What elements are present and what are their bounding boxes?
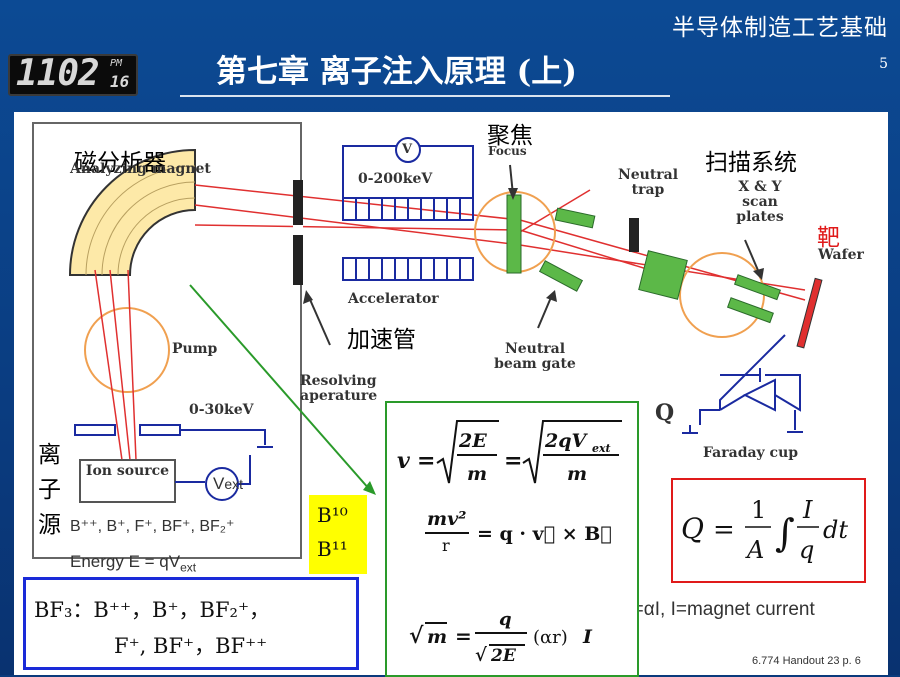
svg-text:A: A xyxy=(745,536,764,564)
neutral-trap xyxy=(629,218,639,252)
svg-text:m: m xyxy=(467,463,487,485)
analyzing-magnet xyxy=(68,148,196,276)
svg-text:=: = xyxy=(504,448,522,474)
svg-text:Q: Q xyxy=(681,512,704,545)
svg-text:1: 1 xyxy=(751,496,766,524)
svg-text:q: q xyxy=(799,536,814,564)
svg-text:= q · v⃗ × B⃗: = q · v⃗ × B⃗ xyxy=(477,523,612,545)
label-focus: Focus xyxy=(488,144,527,158)
energy-line: Energy E = qVext xyxy=(70,552,197,575)
amplifier-icon xyxy=(742,378,776,412)
wafer-target xyxy=(796,277,823,349)
extraction-plate-left xyxy=(74,424,116,436)
scan-plates-x xyxy=(638,250,688,300)
isotope-box: B¹⁰ B¹¹ xyxy=(309,495,367,574)
label-faraday-cup: Faraday cup xyxy=(703,445,799,461)
clock-ampm: PM xyxy=(110,58,123,69)
clock-widget: 1102 PM 16 xyxy=(8,53,138,96)
title-underline xyxy=(180,95,670,97)
svg-text:I: I xyxy=(582,626,593,648)
extraction-plate-right xyxy=(139,424,181,436)
label-pump: Pump xyxy=(172,341,218,357)
magnet-note: B=αI, I=magnet current xyxy=(620,599,815,620)
gate-plate-top xyxy=(554,207,596,229)
svg-text:√: √ xyxy=(409,623,424,649)
label-accelerator-cn: 加速管 xyxy=(347,327,416,353)
label-source-cn: 离子源 xyxy=(38,442,61,538)
label-vext: Vext xyxy=(213,474,244,493)
label-voltage-ext: 0-30keV xyxy=(189,402,254,418)
beam-line xyxy=(94,269,123,461)
scan-plate-b xyxy=(726,297,774,324)
svg-text:2qV: 2qV xyxy=(544,430,589,452)
species-line: B⁺⁺, B⁺, F⁺, BF⁺, BF₂⁺ xyxy=(70,518,235,535)
svg-text:dt: dt xyxy=(823,516,848,544)
pointer-arrow xyxy=(189,284,371,491)
label-resolving-aperture: Resolving aperature xyxy=(300,373,378,404)
voltmeter-icon xyxy=(395,137,421,163)
svg-text:q: q xyxy=(499,609,512,630)
svg-text:√: √ xyxy=(475,645,487,666)
bf3-line-2: F⁺, BF⁺，BF⁺⁺ xyxy=(114,634,268,658)
equations-box: v = 2E m = 2qV ext m mv² r = q · v⃗ × B⃗… xyxy=(385,401,639,677)
label-ion-source: Ion source xyxy=(85,463,170,479)
label-neutral-beam-gate: Neutral beam gate xyxy=(494,341,576,372)
svg-text:=: = xyxy=(417,448,435,474)
scan-circle xyxy=(679,252,765,338)
svg-text:2E: 2E xyxy=(458,430,487,452)
label-scan-plates: X & Y scan plates xyxy=(736,179,784,225)
bf3-line-1: BF₃：B⁺⁺，B⁺，BF₂⁺， xyxy=(34,598,271,622)
label-voltage-accel: 0-200keV xyxy=(358,171,433,187)
page-number: 5 xyxy=(879,56,888,72)
svg-text:m: m xyxy=(427,626,447,648)
label-magnet-cn: 磁分析器 xyxy=(74,150,166,176)
reference-note: 6.774 Handout 23 p. 6 xyxy=(752,655,861,667)
chapter-title: 第七章 离子注入原理 (上) xyxy=(216,54,577,90)
charge-equation-svg: Q = 1 A ∫ I q dt xyxy=(681,496,848,564)
bf3-species-box: BF₃：B⁺⁺，B⁺，BF₂⁺， F⁺, BF⁺，BF⁺⁺ xyxy=(23,577,359,670)
label-target-cn: 靶 xyxy=(817,225,840,251)
gate-plate-bottom xyxy=(538,260,584,292)
label-vacc-v: V xyxy=(402,142,413,157)
equations-svg: v = 2E m = 2qV ext m mv² r = q · v⃗ × B⃗… xyxy=(397,420,622,666)
magnet-enclosure xyxy=(32,122,302,559)
isotope-b11: B¹¹ xyxy=(317,537,348,561)
svg-text:=: = xyxy=(455,624,472,648)
charge-equation-box: Q = 1 A ∫ I q dt xyxy=(671,478,866,583)
svg-text:∫: ∫ xyxy=(775,511,795,555)
clock-day: 16 xyxy=(110,72,130,91)
svg-text:ext: ext xyxy=(592,442,611,455)
course-subject: 半导体制造工艺基础 xyxy=(672,15,888,41)
svg-text:r: r xyxy=(442,536,450,555)
label-wafer: Wafer xyxy=(818,247,864,263)
svg-text:=: = xyxy=(713,515,735,545)
svg-text:2E: 2E xyxy=(490,646,517,666)
label-analyzing-magnet: Analyzing magnet xyxy=(70,161,211,177)
svg-text:mv²: mv² xyxy=(427,508,466,530)
clock-digits: 1102 xyxy=(16,53,100,94)
label-focus-cn: 聚焦 xyxy=(487,123,533,149)
label-scan-cn: 扫描系统 xyxy=(705,150,797,176)
isotope-b10: B¹⁰ xyxy=(317,503,348,527)
label-neutral-trap: Neutral trap xyxy=(617,167,679,198)
label-q: Q xyxy=(655,400,675,426)
scan-plate-a xyxy=(733,274,781,301)
svg-text:I: I xyxy=(802,496,813,524)
svg-text:m: m xyxy=(567,463,587,485)
label-accelerator: Accelerator xyxy=(348,291,439,307)
svg-text:v: v xyxy=(397,448,410,474)
focus-lens xyxy=(506,194,522,274)
svg-text:(αr): (αr) xyxy=(533,627,568,648)
pump-circle xyxy=(84,307,170,393)
